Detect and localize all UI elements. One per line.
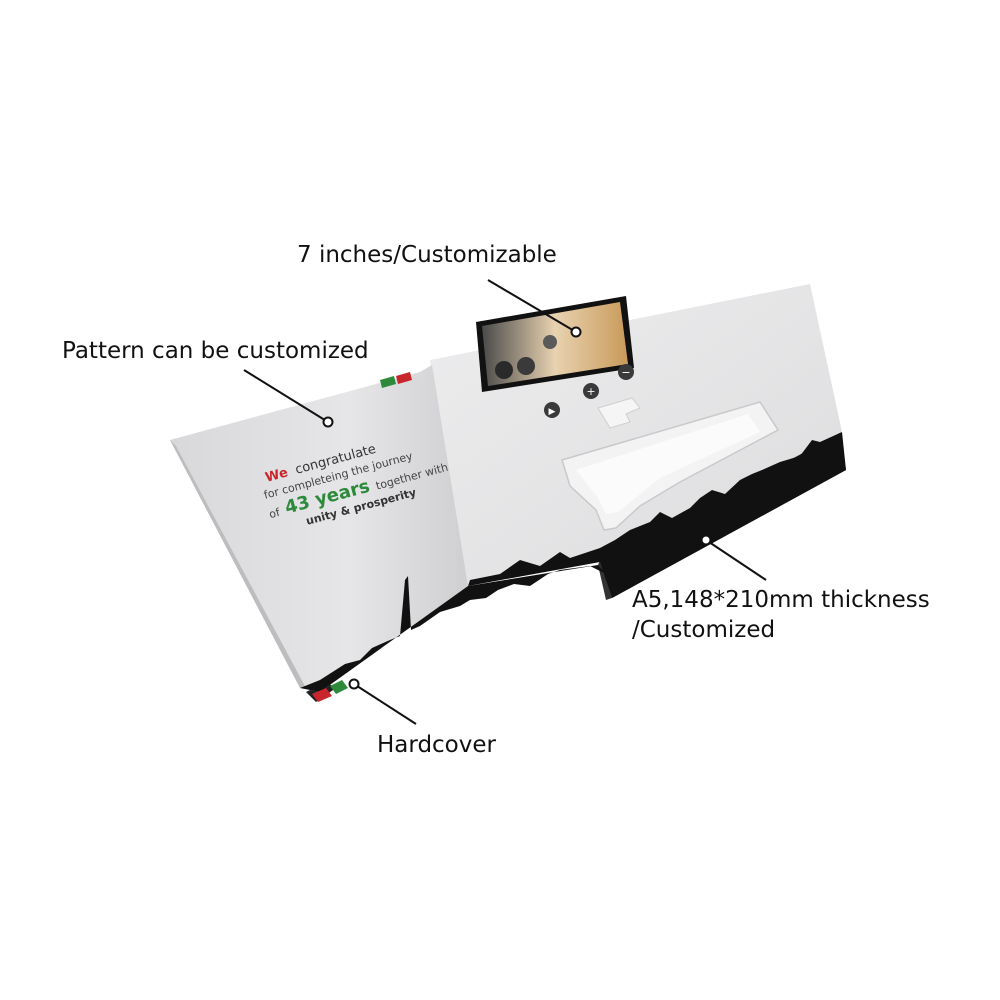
- volume-up-button[interactable]: +: [583, 383, 599, 399]
- message-we: We: [264, 465, 290, 485]
- flag-stripes: [312, 372, 412, 702]
- callout-hardcover: Hardcover: [377, 732, 496, 758]
- skyline-left: [300, 565, 606, 692]
- callout-screen-size: 7 inches/Customizable: [297, 242, 557, 268]
- play-button[interactable]: ▶: [544, 402, 560, 418]
- callout-dots: [322, 326, 712, 690]
- video-screen[interactable]: [476, 296, 634, 392]
- left-panel: [170, 365, 606, 702]
- dot-pattern: [322, 416, 334, 428]
- callout-dimensions: A5,148*210mm thickness /Customized: [632, 585, 930, 645]
- callout-leaders: [243, 279, 767, 725]
- volume-down-button[interactable]: −: [618, 364, 634, 380]
- callout-pattern: Pattern can be customized: [62, 338, 369, 364]
- volume-down-label: −: [621, 366, 630, 379]
- usb-slot: [597, 397, 641, 429]
- skyline-right: [468, 432, 846, 598]
- dot-screen: [570, 326, 582, 338]
- play-button-label: ▶: [549, 407, 556, 417]
- callout-dimensions-line1: A5,148*210mm thickness: [632, 587, 930, 613]
- callout-dimensions-line2: /Customized: [632, 617, 776, 643]
- dot-hardcover: [348, 678, 360, 690]
- dot-size: [700, 534, 712, 546]
- volume-up-label: +: [586, 385, 595, 398]
